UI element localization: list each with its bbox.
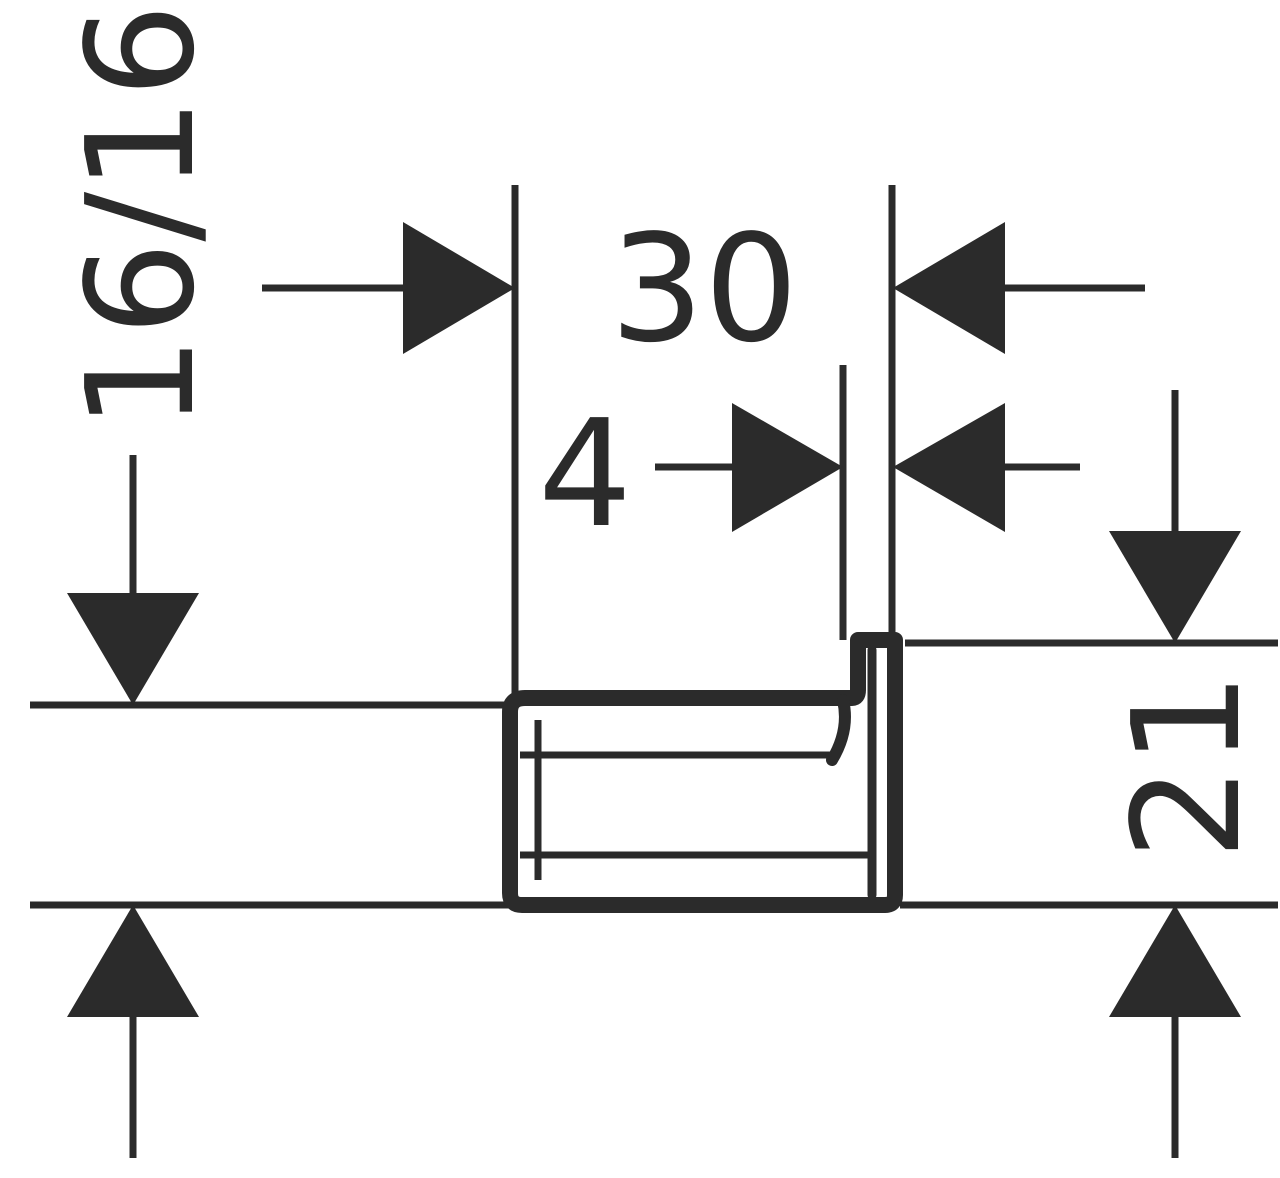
bracket-inner-lines [520, 720, 870, 880]
dim-21-arrow-top [1109, 531, 1241, 643]
bracket-profile [502, 632, 903, 913]
dim-16-16-label: 16/16 [55, 3, 227, 430]
dim-4-label: 4 [538, 388, 632, 560]
dim-30-label: 30 [610, 203, 798, 375]
dim-21-arrow-bottom [1109, 905, 1241, 1017]
bracket-lip-curve [826, 694, 851, 766]
dim-4-arrow-right [893, 403, 1005, 532]
dim-21-label: 21 [1101, 672, 1273, 860]
reference-lines [30, 185, 1278, 909]
dimension-21 [1109, 390, 1241, 1158]
dim-4-arrow-left [732, 403, 843, 532]
dim-30-arrow-left [403, 222, 515, 354]
dim-16-arrow-top [67, 593, 199, 705]
dimension-16-16 [67, 455, 199, 1158]
dim-30-arrow-right [893, 222, 1005, 354]
bracket-outer-frame [502, 632, 903, 913]
dim-16-arrow-bottom [67, 905, 199, 1017]
dimension-4 [655, 403, 1080, 532]
dimension-30 [262, 222, 1145, 354]
